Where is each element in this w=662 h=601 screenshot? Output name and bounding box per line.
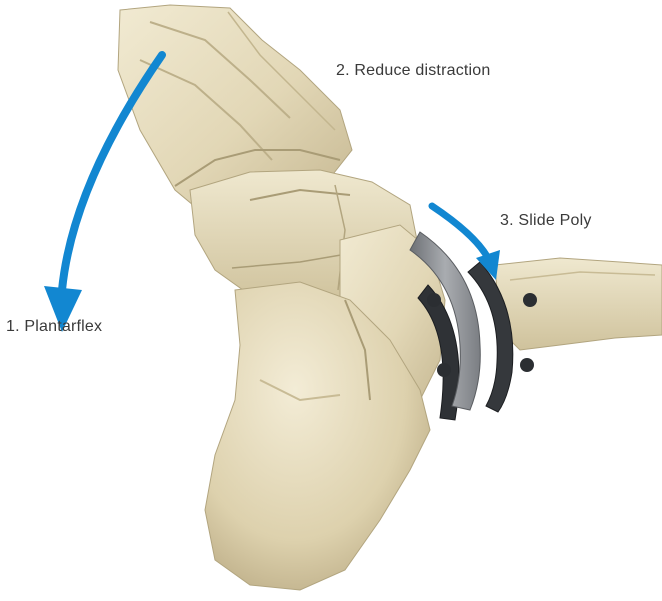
step-plantarflex-label: 1. Plantarflex bbox=[6, 318, 102, 336]
step-reduce-distraction-label: 2. Reduce distraction bbox=[336, 62, 491, 80]
tibia-bone bbox=[495, 258, 662, 350]
step-slide-poly-label: 3. Slide Poly bbox=[500, 212, 592, 230]
